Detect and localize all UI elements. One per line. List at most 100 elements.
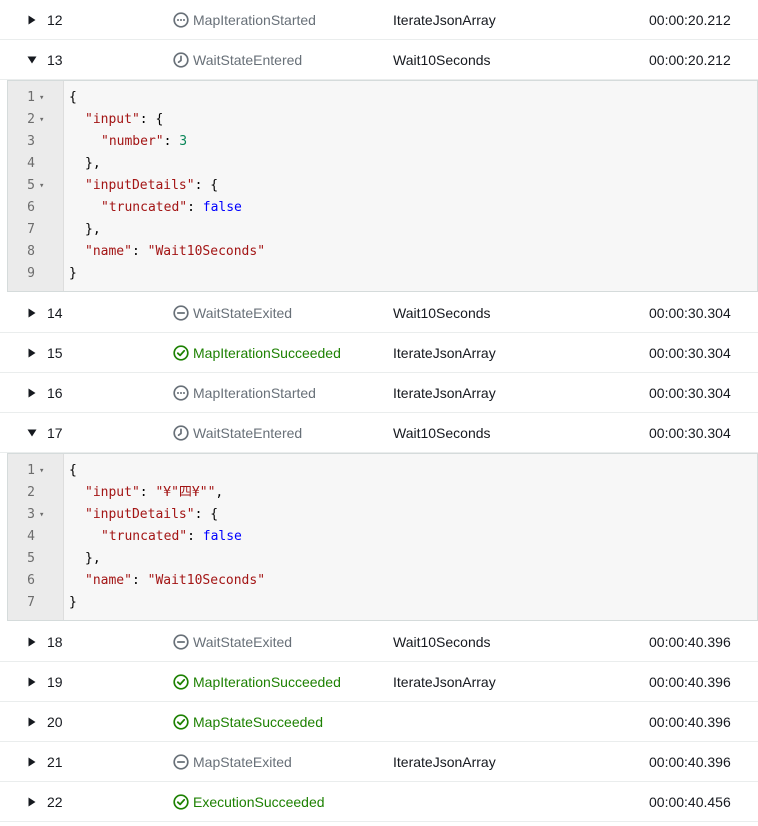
json-punc: :	[187, 529, 203, 544]
ellipsis-circle-icon	[173, 12, 189, 28]
code-line: 2 ▾ "input": {	[8, 109, 757, 131]
code-text: "inputDetails": {	[69, 175, 218, 197]
line-number: 8	[27, 244, 35, 259]
event-id: 12	[47, 12, 63, 28]
event-type-label: MapIterationSucceeded	[193, 674, 341, 690]
code-text: "inputDetails": {	[69, 504, 218, 526]
fold-toggle-icon[interactable]: ▾	[39, 181, 45, 191]
code-lines: 1▾{2"input": "¥"四¥"",3▾"inputDetails": {…	[8, 454, 757, 620]
caret-down-icon[interactable]	[27, 428, 37, 438]
event-id: 17	[47, 425, 63, 441]
json-punc: : {	[139, 112, 164, 127]
json-punc: : {	[194, 507, 219, 522]
event-elapsed-time: 00:00:40.396	[649, 714, 731, 730]
json-punc: :	[163, 134, 180, 149]
code-line: 7}	[8, 592, 757, 614]
caret-right-icon[interactable]	[27, 717, 37, 727]
event-elapsed-time: 00:00:30.304	[649, 305, 731, 321]
code-text: }	[69, 263, 77, 285]
caret-right-icon[interactable]	[27, 15, 37, 25]
json-punc: },	[85, 156, 101, 171]
json-punc: }	[69, 266, 77, 281]
json-bool: false	[202, 529, 242, 544]
code-line: 4"truncated": false	[8, 526, 757, 548]
event-step: Wait10Seconds	[393, 634, 491, 650]
fold-toggle-icon[interactable]: ▾	[39, 510, 45, 520]
code-line: 6"name": "Wait10Seconds"	[8, 570, 757, 592]
event-elapsed-time: 00:00:40.396	[649, 634, 731, 650]
event-type-label: ExecutionSucceeded	[193, 794, 325, 810]
json-punc: : {	[194, 178, 219, 193]
fold-toggle-icon[interactable]: ▾	[39, 93, 45, 103]
line-number: 9	[27, 266, 35, 281]
line-number: 7	[27, 222, 35, 237]
code-line: 6"truncated": false	[8, 197, 757, 219]
json-punc: ,	[215, 485, 224, 500]
json-str: "Wait10Seconds"	[147, 573, 266, 588]
event-type-label: MapIterationSucceeded	[193, 345, 341, 361]
event-elapsed-time: 00:00:20.212	[649, 52, 731, 68]
caret-down-icon[interactable]	[27, 55, 37, 65]
event-id: 20	[47, 714, 63, 730]
caret-right-icon[interactable]	[27, 797, 37, 807]
caret-right-icon[interactable]	[27, 637, 37, 647]
json-punc: },	[85, 222, 101, 237]
json-punc: :	[139, 485, 156, 500]
event-elapsed-time: 00:00:20.212	[649, 12, 731, 28]
minus-circle-icon	[173, 305, 189, 321]
json-key: "truncated"	[101, 200, 188, 215]
line-number: 6	[27, 200, 35, 215]
line-number: 2	[27, 112, 35, 127]
caret-right-icon[interactable]	[27, 348, 37, 358]
code-line: 3"number": 3	[8, 131, 757, 153]
code-text: "input": {	[69, 109, 163, 131]
line-number: 7	[27, 595, 35, 610]
code-line: 2"input": "¥"四¥"",	[8, 482, 757, 504]
caret-right-icon[interactable]	[27, 308, 37, 318]
code-gutter	[8, 81, 64, 291]
line-number: 3	[27, 134, 35, 149]
event-type-label: MapStateExited	[193, 754, 292, 770]
code-line: 7},	[8, 219, 757, 241]
event-type: ExecutionSucceeded	[173, 782, 325, 822]
clock-icon	[173, 425, 189, 441]
code-text: "input": "¥"四¥"",	[69, 482, 223, 504]
json-bool: false	[202, 200, 242, 215]
code-text: {	[69, 460, 77, 482]
fold-toggle-icon[interactable]: ▾	[39, 115, 45, 125]
code-text: },	[69, 548, 101, 570]
event-type: MapIterationSucceeded	[173, 333, 341, 373]
event-type: WaitStateEntered	[173, 40, 302, 80]
fold-toggle-icon[interactable]: ▾	[39, 466, 45, 476]
event-elapsed-time: 00:00:40.396	[649, 754, 731, 770]
event-details-json: 1▾{2"input": "¥"四¥"",3▾"inputDetails": {…	[7, 453, 758, 621]
event-elapsed-time: 00:00:40.396	[649, 674, 731, 690]
event-step: Wait10Seconds	[393, 52, 491, 68]
event-step: IterateJsonArray	[393, 345, 496, 361]
code-gutter	[8, 454, 64, 620]
event-id: 19	[47, 674, 63, 690]
json-key: "input"	[85, 485, 140, 500]
caret-right-icon[interactable]	[27, 757, 37, 767]
caret-right-icon[interactable]	[27, 388, 37, 398]
caret-right-icon[interactable]	[27, 677, 37, 687]
line-number: 3	[27, 507, 35, 522]
json-punc: :	[131, 573, 148, 588]
event-type-label: MapStateSucceeded	[193, 714, 323, 730]
event-row[interactable]: 20 MapStateSucceeded 00:00:40.396	[0, 702, 758, 742]
event-type: MapIterationStarted	[173, 373, 316, 413]
json-str: "Wait10Seconds"	[147, 244, 266, 259]
